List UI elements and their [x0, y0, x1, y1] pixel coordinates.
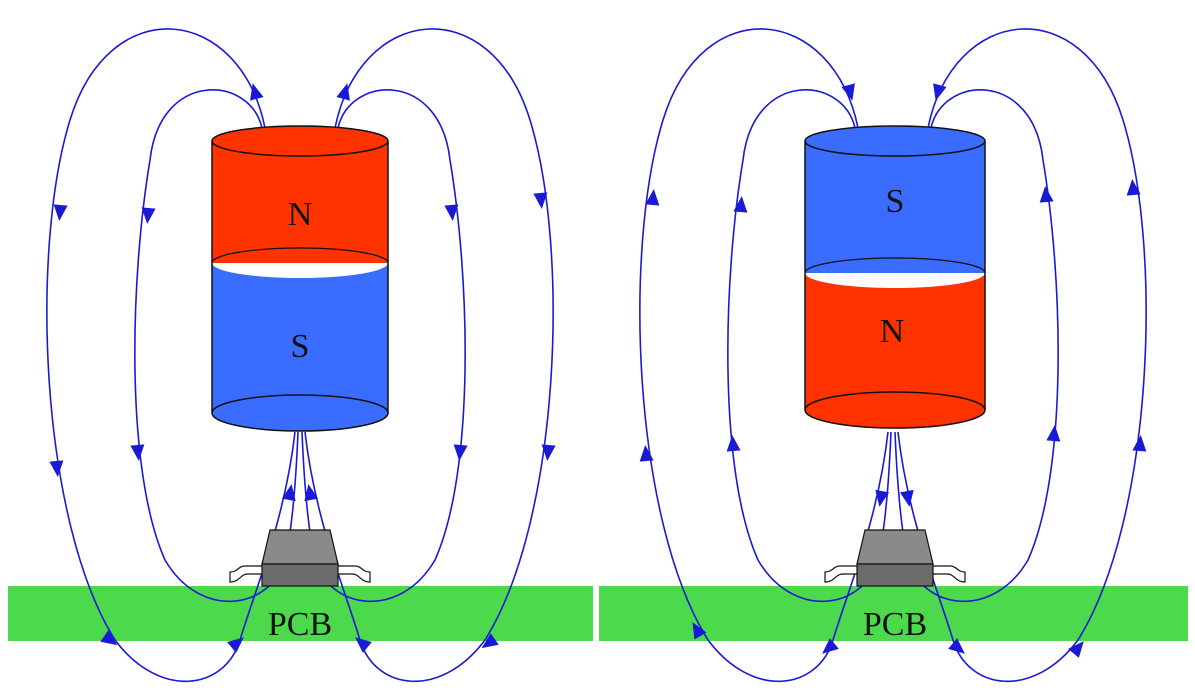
sensor-base — [261, 563, 339, 587]
magnet-seam-line — [211, 247, 389, 264]
field-arrow — [444, 204, 459, 221]
field-arrow — [692, 622, 707, 640]
field-arrow — [100, 630, 118, 646]
field-arrow — [1046, 425, 1061, 442]
magnet-seam-top — [212, 248, 388, 263]
field-arrow — [336, 83, 350, 101]
field-line — [639, 28, 889, 683]
field-arrow — [841, 83, 855, 101]
field-arrow — [899, 489, 914, 507]
field-arrow — [541, 444, 556, 461]
pcb-label-left: PCB — [268, 606, 332, 643]
field-line — [46, 28, 296, 683]
field-arrow — [1126, 179, 1141, 196]
pole-label-top: S — [886, 183, 905, 220]
field-arrow — [130, 444, 145, 461]
field-arrow — [1132, 435, 1147, 452]
field-arrow — [49, 460, 64, 477]
field-arrow — [875, 489, 890, 507]
field-arrow — [726, 435, 741, 452]
panel-right: S N PCB — [599, 28, 1188, 683]
field-line — [304, 28, 554, 683]
field-arrow — [948, 638, 965, 654]
magnet-bottom-cap — [804, 391, 986, 429]
sensor-body — [856, 529, 934, 565]
field-arrow — [53, 204, 68, 221]
magnet-top-cap — [804, 125, 986, 157]
magnet-middle-seam — [212, 263, 388, 413]
sensor-lead-right — [338, 565, 371, 583]
magnet-left: N S — [211, 125, 389, 432]
sensor-lead-left — [229, 565, 262, 583]
pcb-label-right: PCB — [863, 606, 927, 643]
magnet-seam-line — [804, 257, 986, 274]
field-arrow — [733, 196, 748, 213]
magnet-right: S N — [804, 125, 986, 429]
pcb-board-left — [8, 586, 593, 641]
field-arrow — [1068, 641, 1084, 658]
hall-sensor-right — [824, 529, 966, 587]
field-arrow — [250, 83, 264, 101]
panel-left: N S PCB — [8, 28, 593, 683]
pole-label-top: N — [288, 196, 313, 233]
field-arrow — [304, 484, 319, 502]
magnet-top-cap — [211, 125, 389, 157]
field-arrow — [1039, 186, 1054, 203]
field-arrow — [355, 637, 372, 653]
pole-label-bottom: N — [880, 313, 905, 350]
field-arrow — [933, 83, 947, 101]
field-arrow — [227, 637, 244, 653]
magnet-lower-body — [805, 273, 985, 410]
sensor-lead-left — [824, 565, 857, 583]
sensor-base — [856, 563, 934, 587]
hall-sensor-left — [229, 529, 371, 587]
sensor-lead-right — [933, 565, 966, 583]
field-lines-left — [46, 28, 556, 683]
magnet-seam-top — [805, 258, 985, 273]
field-line — [897, 28, 1147, 683]
field-arrow — [645, 189, 660, 206]
field-arrow — [533, 192, 548, 209]
pole-label-bottom: S — [291, 328, 310, 365]
sensor-body — [261, 529, 339, 565]
field-arrow — [822, 638, 839, 654]
field-arrow — [281, 484, 296, 502]
field-arrow — [141, 207, 156, 224]
field-arrow — [453, 444, 468, 461]
field-arrow — [481, 633, 499, 649]
field-arrow — [639, 445, 654, 462]
magnet-top-half — [805, 141, 985, 273]
magnet-top-half — [212, 141, 388, 263]
magnet-bottom-cap — [211, 394, 389, 432]
